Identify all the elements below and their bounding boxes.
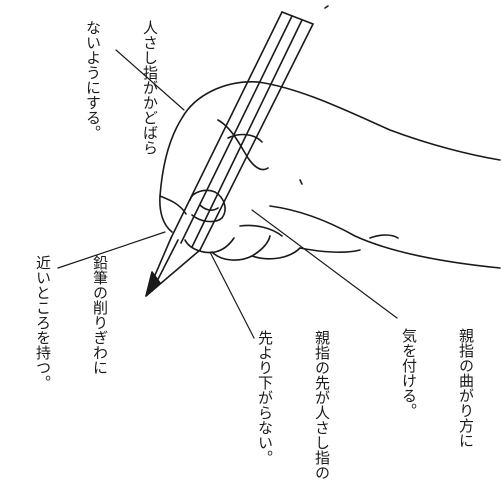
annotation-thumb-bend: 親指の曲がり方に 気を付ける。 — [380, 328, 502, 448]
annotation-thumb-tip-line-1: 親指の先が人さし指の — [313, 330, 331, 480]
annotation-thumb-bend-line-1: 親指の曲がり方に — [457, 328, 475, 448]
annotation-index-finger: 人さし指がかどばら ないようにする。 — [64, 20, 197, 155]
annotation-grip-position: 鉛筆の削りぎわに 近いところを持つ。 — [14, 255, 147, 390]
annotation-index-finger-line-1: 人さし指がかどばら — [141, 20, 159, 155]
annotation-index-finger-line-2: ないようにする。 — [84, 20, 102, 140]
annotation-thumb-tip: 親指の先が人さし指の 先より下がらない。 — [236, 330, 369, 480]
hand — [159, 5, 501, 269]
annotation-thumb-bend-line-2: 気を付ける。 — [400, 328, 418, 418]
annotation-grip-position-line-2: 近いところを持つ。 — [34, 255, 52, 390]
annotation-thumb-tip-line-2: 先より下がらない。 — [256, 330, 274, 465]
leader-grip-position — [57, 231, 166, 269]
leader-thumb-bend — [251, 209, 398, 319]
annotation-grip-position-line-1: 鉛筆の削りぎわに — [91, 255, 109, 375]
leader-index-finger — [115, 49, 185, 111]
leader-lines — [57, 49, 398, 339]
leader-thumb-tip — [209, 251, 255, 339]
